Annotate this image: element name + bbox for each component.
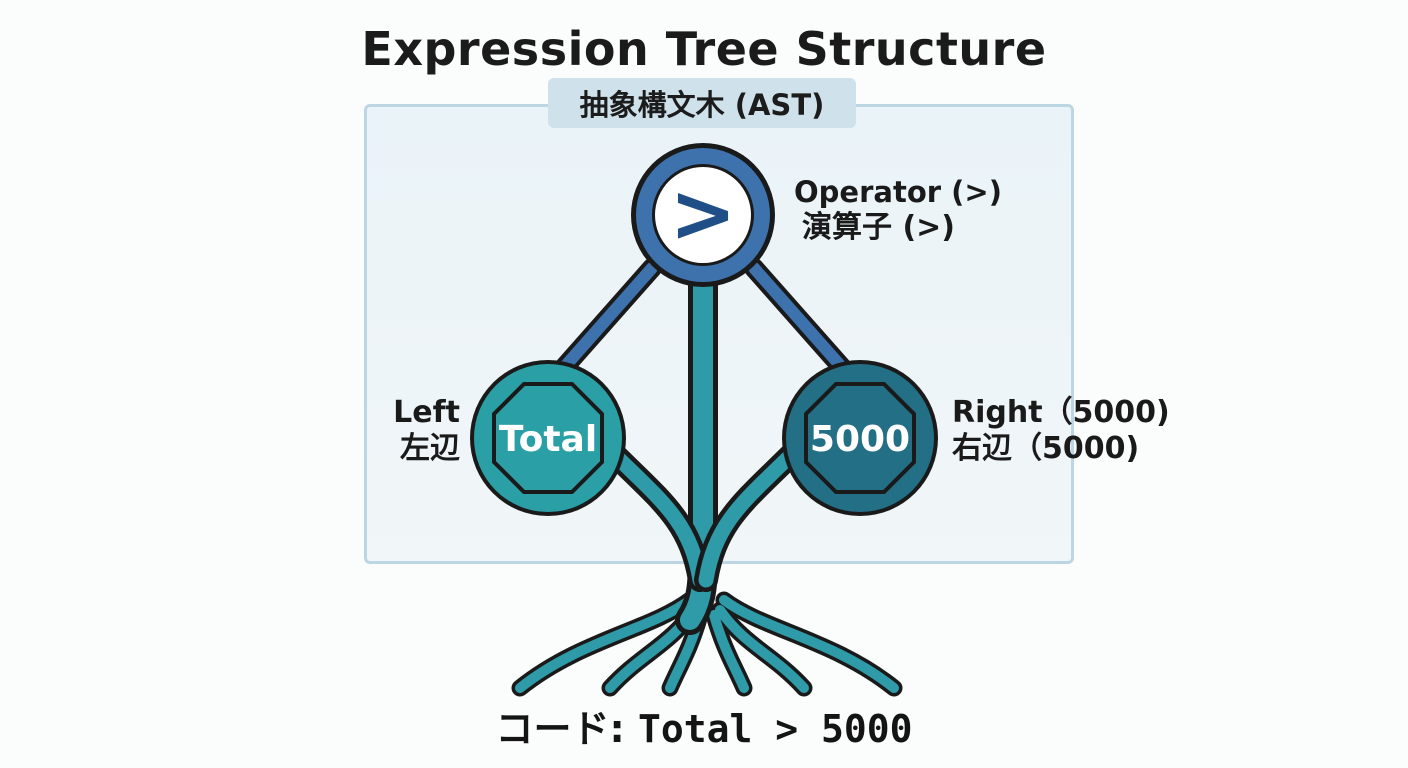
left-label-ja: 左辺 bbox=[400, 431, 460, 466]
operator-label-ja: 演算子 (>) bbox=[802, 209, 956, 245]
code-line: コード: Total > 5000 bbox=[0, 698, 1408, 753]
right-label: Right（5000) 右辺（5000) bbox=[952, 395, 1170, 467]
code-prefix: コード: bbox=[495, 707, 625, 751]
right-label-ja: 右辺（5000) bbox=[952, 431, 1140, 466]
left-label: Left 左辺 bbox=[380, 395, 460, 467]
diagram-title: Expression Tree Structure bbox=[361, 22, 1047, 76]
operator-symbol: > bbox=[669, 166, 737, 260]
tree-roots bbox=[511, 591, 903, 697]
tree-trunk bbox=[598, 265, 808, 635]
right-node bbox=[782, 360, 938, 516]
right-label-en: Right（5000) bbox=[952, 395, 1170, 430]
operator-node bbox=[631, 143, 775, 287]
right-node-value: 5000 bbox=[809, 418, 911, 460]
operator-label-en: Operator (>) bbox=[794, 175, 1002, 209]
code-expression: Total > 5000 bbox=[637, 707, 913, 751]
tree-edges bbox=[550, 258, 856, 382]
ast-subtitle-badge: 抽象構文木 (AST) bbox=[548, 78, 856, 128]
left-node bbox=[470, 360, 626, 516]
left-label-en: Left bbox=[393, 395, 460, 430]
operator-label: Operator (>) 演算子 (>) bbox=[794, 175, 1002, 246]
left-node-value: Total bbox=[498, 418, 598, 460]
